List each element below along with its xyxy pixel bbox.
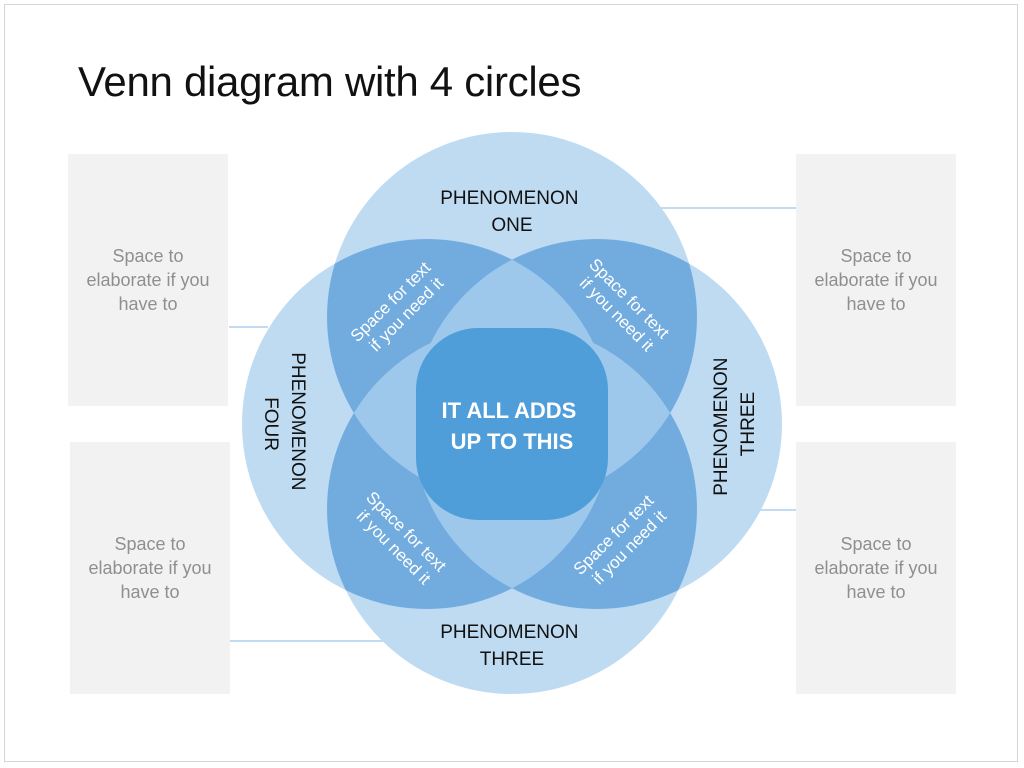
note-text-top-right: Space to elaborate if you have to — [814, 246, 938, 314]
center-label: IT ALL ADDS UP TO THIS — [442, 398, 583, 454]
note-box-top-left: Space to elaborate if you have to — [68, 154, 228, 406]
note-text-top-left: Space to elaborate if you have to — [86, 246, 210, 314]
slide-title: Venn diagram with 4 circles — [78, 58, 582, 105]
label-phenomenon-three-bottom: PHENOMENON THREE — [440, 622, 584, 670]
note-box-bottom-left: Space to elaborate if you have to — [70, 442, 230, 694]
note-text-bottom-left: Space to elaborate if you have to — [88, 534, 212, 602]
label-phenomenon-four: PHENOMENON FOUR — [260, 352, 308, 496]
note-box-top-right: Space to elaborate if you have to — [796, 154, 956, 406]
center-region — [416, 328, 608, 520]
note-text-bottom-right: Space to elaborate if you have to — [814, 534, 938, 602]
label-phenomenon-one: PHENOMENON ONE — [440, 188, 584, 236]
label-phenomenon-three-right: PHENOMENON THREE — [711, 352, 759, 496]
note-box-bottom-right: Space to elaborate if you have to — [796, 442, 956, 694]
